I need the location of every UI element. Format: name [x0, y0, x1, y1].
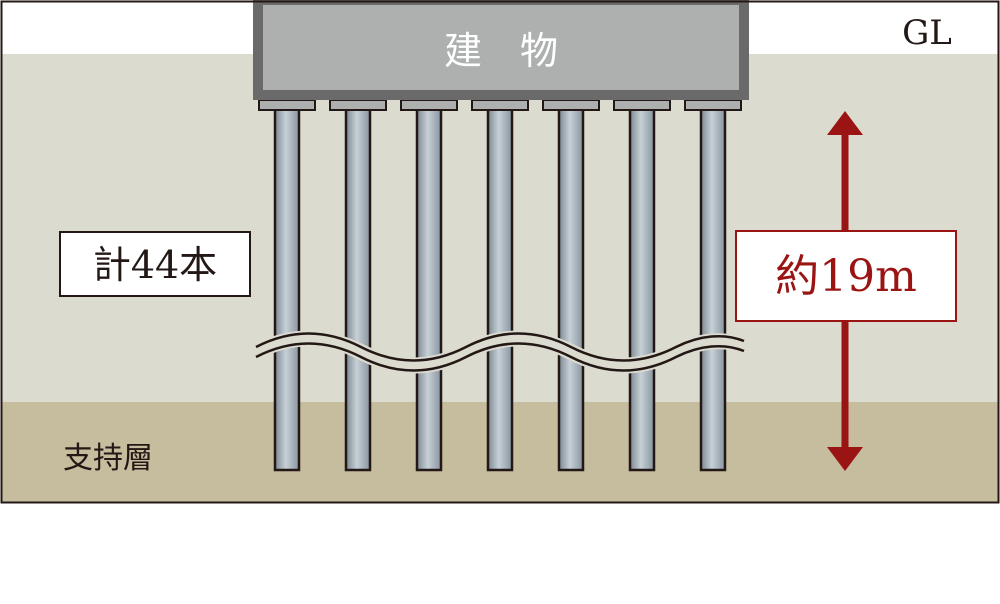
- pile-shaft: [273, 102, 301, 472]
- pile-1: [258, 99, 316, 472]
- building-base: [254, 90, 748, 100]
- pile-shaft: [699, 102, 727, 472]
- pile-6: [613, 99, 671, 472]
- pile-cap: [684, 99, 742, 111]
- bearing-layer-label: 支持層: [63, 441, 153, 476]
- arrow-head-down: [827, 447, 863, 471]
- pile-4: [471, 99, 529, 472]
- pile-shaft: [628, 102, 656, 472]
- pile-shaft: [415, 102, 443, 472]
- pile-cap: [613, 99, 671, 111]
- pile-5: [542, 99, 600, 472]
- pile-cap: [400, 99, 458, 111]
- pile-7: [684, 99, 742, 472]
- pile-cap: [258, 99, 316, 111]
- arrow-head-up: [827, 111, 863, 135]
- depth-label-box: [735, 230, 957, 322]
- depth-label: 約19m: [775, 251, 917, 302]
- pile-cap: [471, 99, 529, 111]
- building-label: 建 物: [444, 29, 558, 73]
- pile-cap: [329, 99, 387, 111]
- pile-count-label: 計44本: [93, 243, 217, 287]
- diagram-frame: [0, 0, 1000, 504]
- pile-shaft: [557, 102, 585, 472]
- pile-3: [400, 99, 458, 472]
- ground-level-label: GL: [902, 13, 952, 53]
- pile-cap: [542, 99, 600, 111]
- building: [253, 0, 749, 100]
- pile-2: [329, 99, 387, 472]
- pile-shaft: [486, 102, 514, 472]
- pile-shaft: [344, 102, 372, 472]
- omission-break-line: [252, 330, 747, 374]
- pile-count-box: [59, 231, 251, 297]
- piles: [258, 99, 742, 472]
